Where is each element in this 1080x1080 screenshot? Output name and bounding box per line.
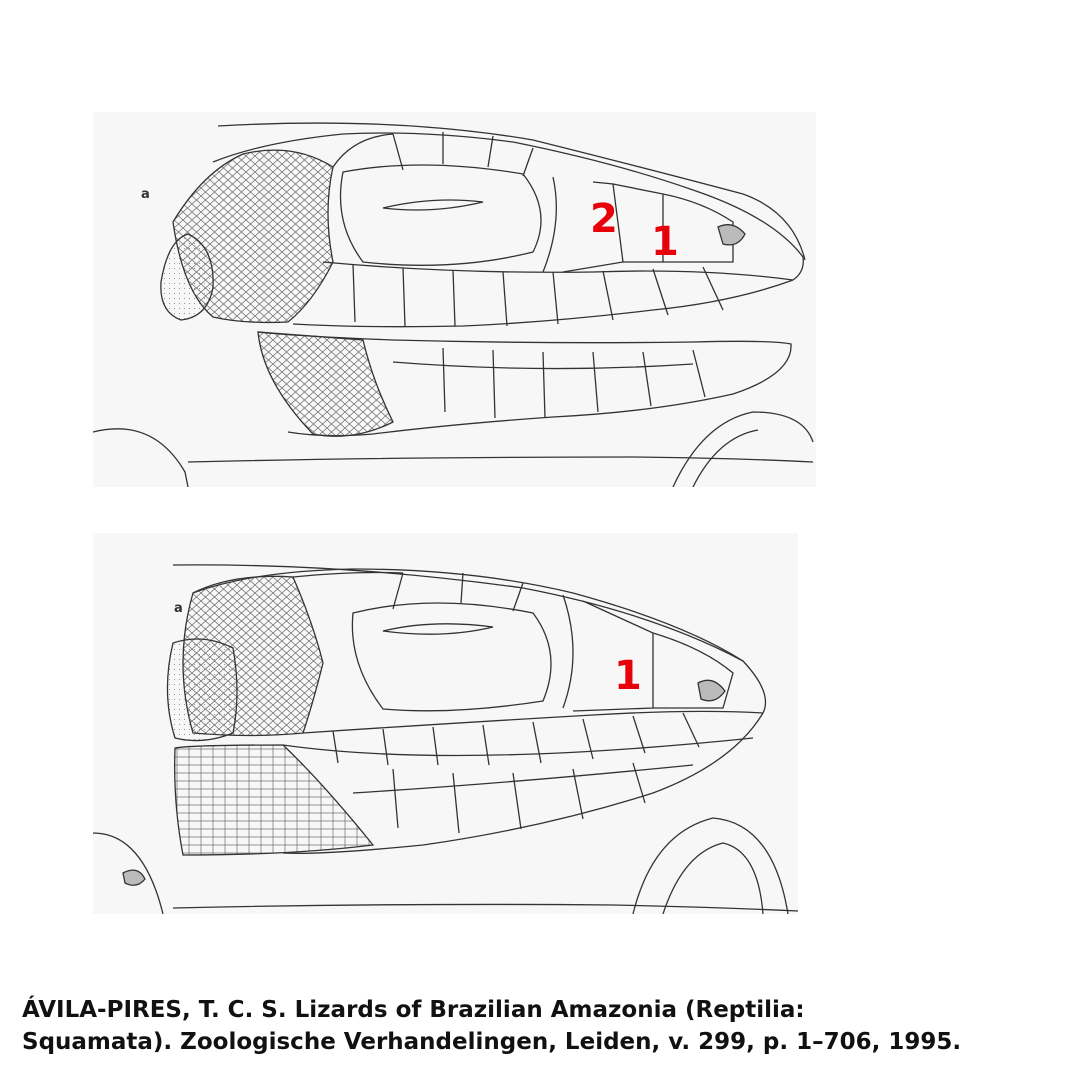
scale-label: 1: [614, 653, 642, 699]
lizard-head-illustration: [93, 564, 798, 914]
lizard-head-drawing-top: a 2 1: [93, 112, 816, 487]
scale-label: 2: [590, 196, 618, 242]
citation-caption: ÁVILA-PIRES, T. C. S. Lizards of Brazili…: [22, 994, 1062, 1058]
plate-letter: a: [141, 187, 150, 202]
citation-line-1: ÁVILA-PIRES, T. C. S. Lizards of Brazili…: [22, 997, 805, 1023]
citation-line-2: Squamata). Zoologische Verhandelingen, L…: [22, 1029, 962, 1055]
lizard-head-illustration: [93, 122, 814, 487]
lizard-head-drawing-bottom: a 1: [93, 533, 798, 914]
scale-label: 1: [651, 219, 679, 265]
plate-letter: a: [174, 601, 183, 616]
